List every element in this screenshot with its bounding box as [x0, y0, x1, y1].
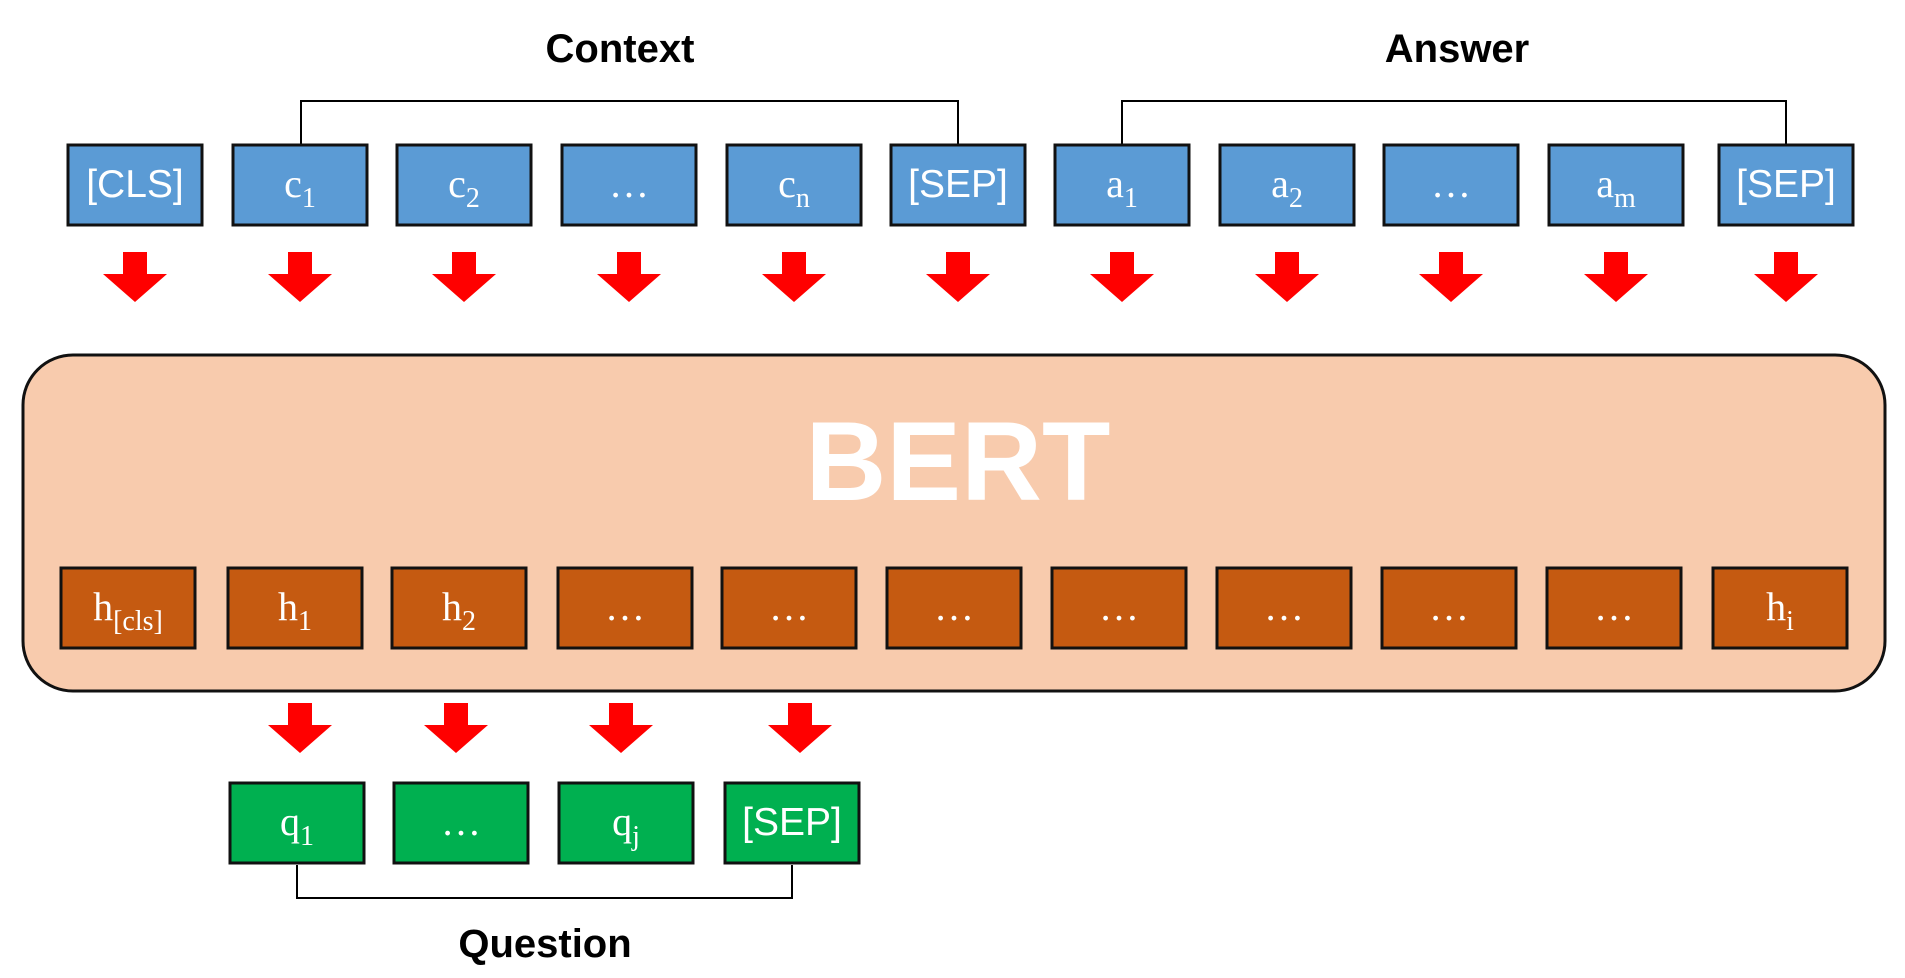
hidden-state-label: hi [1766, 584, 1794, 637]
input-arrow-row [103, 252, 1818, 302]
input-token-label: c1 [284, 161, 316, 214]
down-arrow-icon [432, 252, 496, 302]
down-arrow-icon [926, 252, 990, 302]
down-arrow-icon [768, 703, 832, 753]
question-token-row: q1 … qj [SEP] [228, 781, 861, 865]
input-token: [SEP] [1717, 143, 1855, 227]
input-token: a1 [1053, 143, 1191, 227]
hidden-state-label: … [1594, 584, 1634, 629]
input-token-label: … [1431, 161, 1471, 206]
context-bracket [300, 100, 959, 144]
input-token: [CLS] [66, 143, 204, 227]
down-arrow-icon [424, 703, 488, 753]
hidden-state-label: … [769, 584, 809, 629]
hidden-state: h1 [226, 566, 364, 650]
hidden-state: h2 [390, 566, 528, 650]
hidden-state-row: h[cls] h1 h2 … … … … … … … hi [59, 566, 1849, 650]
down-arrow-icon [589, 703, 653, 753]
down-arrow-icon [1090, 252, 1154, 302]
input-token: c1 [231, 143, 369, 227]
question-token-label: [SEP] [742, 801, 842, 844]
hidden-state-label: … [605, 584, 645, 629]
input-token: a2 [1218, 143, 1356, 227]
input-token: am [1547, 143, 1685, 227]
bert-title: BERT [806, 399, 1111, 524]
hidden-state-label: h1 [278, 584, 312, 637]
question-token-label: q1 [280, 799, 314, 852]
hidden-state-label: h[cls] [93, 584, 163, 637]
hidden-state: … [556, 566, 694, 650]
hidden-state: … [720, 566, 858, 650]
question-token: q1 [228, 781, 366, 865]
question-token-label: … [441, 799, 481, 844]
down-arrow-icon [762, 252, 826, 302]
hidden-state: … [1380, 566, 1518, 650]
input-token: [SEP] [889, 143, 1027, 227]
hidden-state-label: … [1264, 584, 1304, 629]
input-token: … [1382, 143, 1520, 227]
hidden-state: … [885, 566, 1023, 650]
input-token-label: [SEP] [908, 163, 1008, 206]
down-arrow-icon [1255, 252, 1319, 302]
input-token-label: cn [778, 161, 810, 214]
hidden-state: … [1545, 566, 1683, 650]
input-token-label: [SEP] [1736, 163, 1836, 206]
input-token-label: [CLS] [86, 163, 184, 206]
hidden-state-label: … [1429, 584, 1469, 629]
down-arrow-icon [103, 252, 167, 302]
input-token-label: … [609, 161, 649, 206]
down-arrow-icon [597, 252, 661, 302]
input-token: c2 [395, 143, 533, 227]
question-token-label: qj [612, 799, 640, 852]
hidden-state: h[cls] [59, 566, 197, 650]
input-token-label: am [1596, 161, 1636, 214]
down-arrow-icon [268, 703, 332, 753]
context-label: Context [546, 27, 695, 71]
hidden-state-label: … [1099, 584, 1139, 629]
down-arrow-icon [1584, 252, 1648, 302]
hidden-state: … [1050, 566, 1188, 650]
down-arrow-icon [268, 252, 332, 302]
input-token-label: c2 [448, 161, 480, 214]
output-arrow-row [268, 703, 832, 753]
hidden-state: hi [1711, 566, 1849, 650]
input-token-label: a1 [1106, 161, 1138, 214]
input-token: cn [725, 143, 863, 227]
hidden-state: … [1215, 566, 1353, 650]
input-token-label: a2 [1271, 161, 1303, 214]
down-arrow-icon [1754, 252, 1818, 302]
question-token: … [392, 781, 530, 865]
question-token: [SEP] [723, 781, 861, 865]
question-label: Question [458, 922, 631, 966]
input-token: … [560, 143, 698, 227]
question-token: qj [557, 781, 695, 865]
answer-label: Answer [1385, 27, 1530, 71]
hidden-state-label: h2 [442, 584, 476, 637]
down-arrow-icon [1419, 252, 1483, 302]
question-bracket [296, 865, 793, 899]
answer-bracket [1121, 100, 1787, 144]
hidden-state-label: … [934, 584, 974, 629]
input-token-row: [CLS] c1 c2 … cn [SEP] a1 a2 … am [SEP] [66, 143, 1855, 227]
